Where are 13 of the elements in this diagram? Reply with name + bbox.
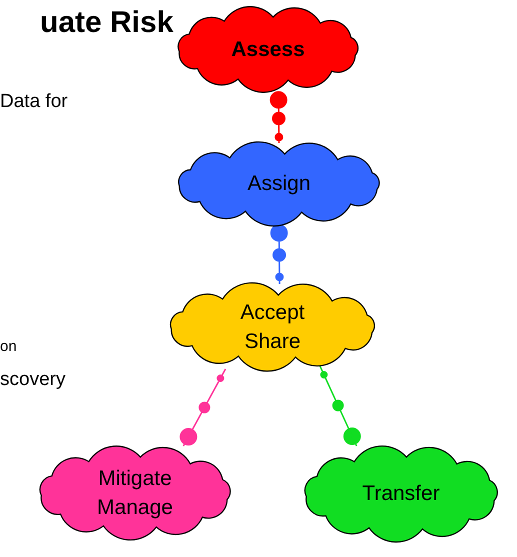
text-fragment: uate Risk	[40, 5, 174, 41]
cloud-label: Transfer	[361, 481, 441, 507]
thought-bubble-connector	[318, 364, 361, 447]
cloud-label: Accept Share	[239, 300, 306, 354]
cloud-label: Assign	[246, 171, 312, 197]
thought-bubble-connector	[270, 224, 288, 285]
cloud-label: Assess	[230, 36, 306, 62]
cloud-label: Mitigate Manage	[96, 466, 174, 520]
thought-bubble-connector	[180, 368, 226, 447]
text-fragment: Data for	[0, 90, 68, 114]
text-fragment: on	[0, 337, 17, 357]
thought-bubble-connector	[270, 91, 288, 144]
text-fragment: scovery	[0, 368, 66, 392]
